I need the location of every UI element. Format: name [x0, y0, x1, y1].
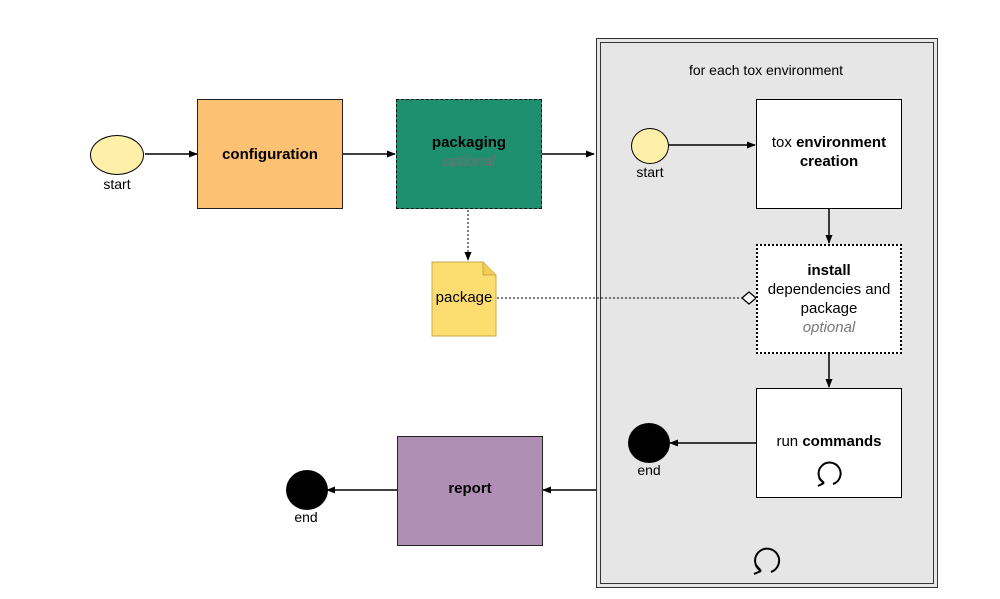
package-label: package	[435, 289, 493, 306]
start-event-main-label: start	[103, 176, 131, 192]
install-optional-note: optional	[802, 319, 856, 336]
env-creation-bold: environment creation	[796, 134, 887, 170]
end-event-main	[286, 470, 328, 510]
packaging-optional-note: optional	[442, 153, 496, 170]
end-event-main-label: end	[294, 509, 318, 525]
tox-environment-loop-group-inner-border	[600, 42, 934, 584]
install-text: dependencies and package	[767, 281, 891, 317]
group-title: for each tox environment	[688, 62, 844, 78]
install-bold: install	[807, 262, 851, 279]
start-event-env	[631, 128, 669, 164]
packaging-label: packaging	[431, 134, 507, 151]
run-commands-text: run commands	[776, 432, 881, 451]
loop-icon	[817, 461, 842, 487]
end-event-env-label: end	[637, 462, 661, 478]
run-commands-task: run commands	[756, 388, 902, 498]
run-commands-prefix: run	[776, 433, 799, 450]
install-task: install dependencies and package optiona…	[756, 244, 902, 354]
configuration-task: configuration	[197, 99, 343, 209]
env-creation-task: tox environment creation	[756, 99, 902, 209]
configuration-label: configuration	[222, 145, 318, 163]
loop-icon	[753, 547, 781, 575]
env-creation-prefix: tox	[771, 134, 792, 151]
env-creation-text: tox environment creation	[757, 133, 901, 171]
report-label: report	[448, 480, 492, 497]
diamond-connector-icon	[741, 291, 757, 305]
run-commands-bold: commands	[802, 433, 882, 450]
end-event-env	[628, 423, 670, 463]
start-event-main	[90, 135, 144, 175]
start-event-env-label: start	[636, 164, 664, 180]
packaging-task: packaging optional	[396, 99, 542, 209]
report-task: report	[397, 436, 543, 546]
document-icon	[431, 261, 497, 337]
